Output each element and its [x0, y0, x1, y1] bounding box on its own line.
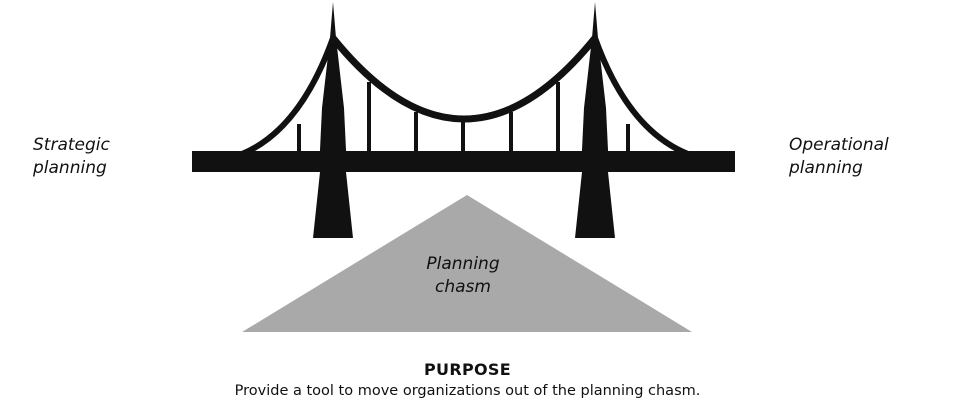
purpose-heading: PURPOSE	[424, 360, 511, 379]
left-tower	[313, 2, 353, 238]
right-side-cable	[592, 36, 690, 157]
operational-planning-label: Operational planning	[789, 134, 889, 180]
left-label-line-1: Strategic	[33, 135, 110, 155]
purpose-description: Provide a tool to move organizations out…	[234, 383, 701, 399]
right-tower	[575, 2, 615, 238]
bridge-deck	[192, 151, 735, 172]
bridge-icon	[192, 2, 735, 238]
right-label-line-2: planning	[789, 158, 863, 178]
chasm-label-line-1: Planning	[426, 254, 500, 274]
chasm-triangle	[242, 195, 692, 332]
right-label-line-1: Operational	[789, 135, 889, 155]
main-cable	[330, 35, 598, 123]
planning-chasm-label: Planning chasm	[395, 253, 531, 299]
left-side-cable	[240, 36, 336, 157]
strategic-planning-label: Strategic planning	[33, 134, 110, 180]
left-label-line-2: planning	[33, 158, 107, 178]
hangers	[297, 82, 630, 152]
chasm-label-line-2: chasm	[435, 277, 491, 297]
